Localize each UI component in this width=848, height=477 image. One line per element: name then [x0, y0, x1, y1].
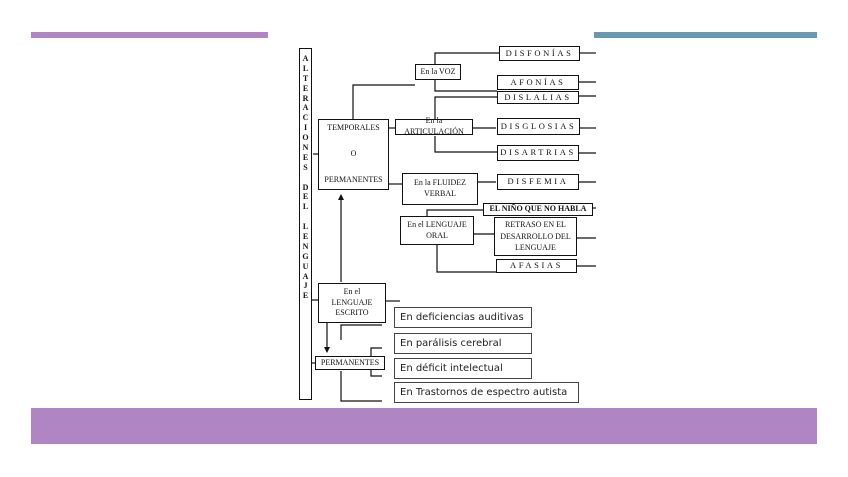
cause-trastornos-espectro-autista: En Trastornos de espectro autista — [394, 382, 579, 403]
connector-voz-afonias — [434, 78, 497, 92]
cause-deficiencias-auditivas: En deficiencias auditivas — [394, 307, 532, 328]
root-letter: E — [302, 152, 309, 162]
area-voz-box: En la VOZ — [415, 64, 461, 80]
arrow-down-icon — [324, 347, 330, 353]
disorder-disfonias: DISFONÍAS — [499, 46, 580, 61]
oral-line1: En el LENGUAJE — [407, 219, 467, 229]
lenguaje-escrito-box: En el LENGUAJE ESCRITO — [318, 283, 386, 323]
oral-line2: ORAL — [426, 230, 448, 240]
disorder-nino-que-no-habla: EL NIÑO QUE NO HABLA — [483, 203, 593, 216]
disorder-dislalias: DISLALIAS — [497, 91, 579, 104]
connector-oral-afasias — [436, 243, 496, 273]
arrow-up-icon — [338, 194, 344, 200]
connector-art-dislalias — [434, 96, 497, 119]
top-right-accent-bar — [594, 32, 817, 38]
root-letter: R — [302, 93, 309, 103]
temporales-o-permanentes-box: TEMPORALES O PERMANENTES — [318, 119, 389, 190]
root-letter: E — [302, 232, 309, 242]
root-letter: I — [303, 123, 308, 133]
retraso-line2: DESARROLLO DEL — [500, 231, 571, 241]
fluidez-line2: VERBAL — [424, 189, 456, 198]
top-left-accent-bar — [31, 32, 268, 38]
connector-oral-nino — [426, 209, 483, 218]
root-letter: J — [303, 281, 308, 291]
area-fluidez-verbal-box: En la FLUIDEZ VERBAL — [402, 173, 478, 205]
root-letter: S — [303, 162, 308, 172]
escrito-line1: En el — [343, 287, 361, 297]
o-label: O — [350, 149, 357, 159]
root-letter — [305, 212, 307, 222]
root-letter: E — [302, 192, 309, 202]
root-letter: L — [302, 202, 309, 212]
root-letter: E — [302, 83, 309, 93]
fluidez-line1: En la FLUIDEZ — [414, 178, 466, 188]
root-letter: N — [302, 241, 309, 251]
retraso-line1: RETRASO EN EL — [505, 220, 566, 230]
root-letter: L — [302, 222, 309, 232]
disorder-retraso-desarrollo-lenguaje: RETRASO EN EL DESARROLLO DEL LENGUAJE — [494, 217, 577, 256]
root-letter: O — [302, 133, 309, 143]
escrito-line2: LENGUAJE — [331, 297, 373, 307]
root-letter: E — [302, 291, 309, 301]
root-letter: A — [302, 54, 309, 63]
permanentes-label: PERMANENTES — [324, 175, 383, 185]
root-letter: G — [302, 251, 309, 261]
permanentes-box: PERMANENTES — [315, 356, 385, 370]
root-letter: D — [302, 182, 309, 192]
connector-perm-auditivas — [340, 324, 382, 340]
connector-temporales-voz — [352, 84, 415, 120]
area-lenguaje-oral-box: En el LENGUAJE ORAL — [400, 216, 474, 245]
disorder-disartrias: DISARTRIAS — [497, 145, 579, 161]
disorder-afonias: AFONÍAS — [497, 75, 579, 90]
root-letter — [305, 173, 307, 183]
cause-deficit-intelectual: En déficit intelectual — [394, 358, 532, 379]
bottom-accent-band — [31, 408, 817, 444]
retraso-line3: LENGUAJE — [515, 243, 556, 253]
connector-voz-disfonias — [434, 52, 499, 66]
area-articulacion-box: En la ARTICULACIÓN — [395, 116, 473, 136]
cause-paralisis-cerebral: En parálisis cerebral — [394, 333, 532, 354]
disorder-disfemia: DISFEMIA — [497, 174, 579, 190]
connector-perm-autista — [340, 371, 382, 402]
root-letter: L — [302, 63, 309, 73]
root-letter: C — [302, 113, 309, 123]
root-letter: N — [302, 143, 309, 153]
disorder-afasias: AFASIAS — [496, 259, 577, 273]
temporales-label: TEMPORALES — [327, 123, 380, 132]
root-letter: A — [302, 103, 309, 113]
disorder-disglosias: DISGLOSIAS — [497, 118, 580, 135]
escrito-line3: ESCRITO — [335, 308, 369, 318]
root-letter: U — [302, 261, 309, 271]
root-letter: T — [302, 73, 309, 83]
root-letter: A — [302, 271, 309, 281]
connector-art-disartrias — [434, 136, 497, 153]
